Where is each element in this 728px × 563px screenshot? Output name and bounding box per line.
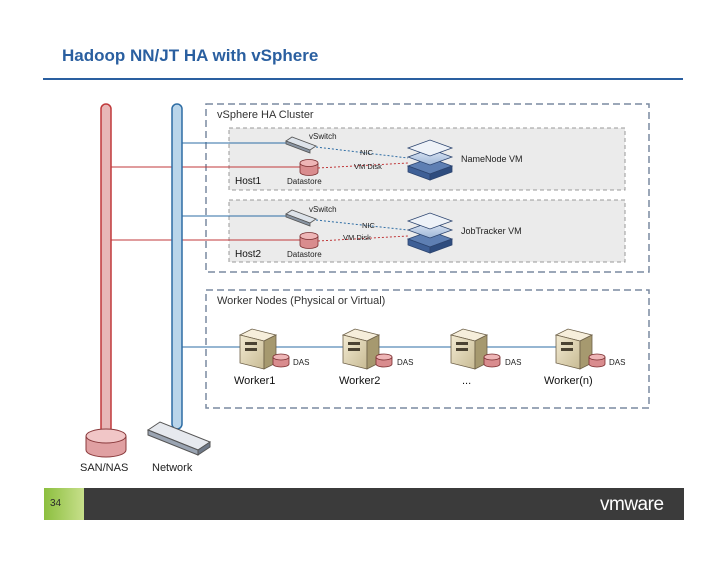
nic-link-host2 <box>315 219 409 231</box>
datastore-icon-host2 <box>299 232 319 249</box>
jobtracker-vm-label: JobTracker VM <box>461 226 522 236</box>
worker-ellipsis-label: ... <box>462 375 471 387</box>
vmware-logo: vmware <box>600 494 664 515</box>
worker2-das-icon <box>375 353 393 368</box>
footer-accent <box>44 488 84 520</box>
footer-bar <box>44 488 684 520</box>
disk-label-host1: VM Disk <box>354 162 382 171</box>
namenode-vm-icon <box>406 139 454 181</box>
worker-n-das-icon <box>588 353 606 368</box>
datastore-icon-host1 <box>299 159 319 176</box>
worker-nodes-label: Worker Nodes (Physical or Virtual) <box>217 295 385 307</box>
network-label: Network <box>152 462 193 474</box>
worker1-label: Worker1 <box>234 375 275 387</box>
ha-cluster-label: vSphere HA Cluster <box>217 109 314 121</box>
worker2-server-icon <box>341 328 381 370</box>
worker3-das-icon <box>483 353 501 368</box>
worker2-label: Worker2 <box>339 375 380 387</box>
title-underline <box>43 78 683 80</box>
network-switch-icon <box>146 421 212 456</box>
disk-link-host1 <box>317 162 409 169</box>
page-number: 34 <box>50 498 62 509</box>
nic-label-host2: NIC <box>362 221 376 230</box>
worker3-das-label: DAS <box>505 358 521 367</box>
host1-label: Host1 <box>235 176 262 187</box>
disk-link-host2 <box>317 235 409 242</box>
nic-label-host1: NIC <box>360 148 374 157</box>
host2-label: Host2 <box>235 249 262 260</box>
vswitch-label-host1: vSwitch <box>309 132 337 141</box>
network-pipe <box>171 103 183 430</box>
worker-n-das-label: DAS <box>609 358 625 367</box>
worker1-server-icon <box>238 328 278 370</box>
worker1-das-label: DAS <box>293 358 309 367</box>
worker2-das-label: DAS <box>397 358 413 367</box>
san-label: SAN/NAS <box>80 462 128 474</box>
worker3-server-icon <box>449 328 489 370</box>
vswitch-icon-host1 <box>285 136 317 154</box>
worker-n-server-icon <box>554 328 594 370</box>
ha-cluster-box <box>205 103 650 273</box>
disk-label-host2: VM Disk <box>343 233 371 242</box>
vswitch-label-host2: vSwitch <box>309 205 337 214</box>
san-pipe <box>100 103 112 435</box>
slide-title: Hadoop NN/JT HA with vSphere <box>62 46 319 65</box>
nic-link-host1 <box>315 146 409 159</box>
datastore-label-host2: Datastore <box>287 250 322 259</box>
worker-n-label: Worker(n) <box>544 375 593 387</box>
datastore-label-host1: Datastore <box>287 177 322 186</box>
san-disk-icon <box>85 428 127 458</box>
worker-nodes-box <box>205 289 650 409</box>
worker1-das-icon <box>272 353 290 368</box>
vswitch-icon-host2 <box>285 209 317 227</box>
namenode-vm-label: NameNode VM <box>461 154 523 164</box>
jobtracker-vm-icon <box>406 212 454 254</box>
